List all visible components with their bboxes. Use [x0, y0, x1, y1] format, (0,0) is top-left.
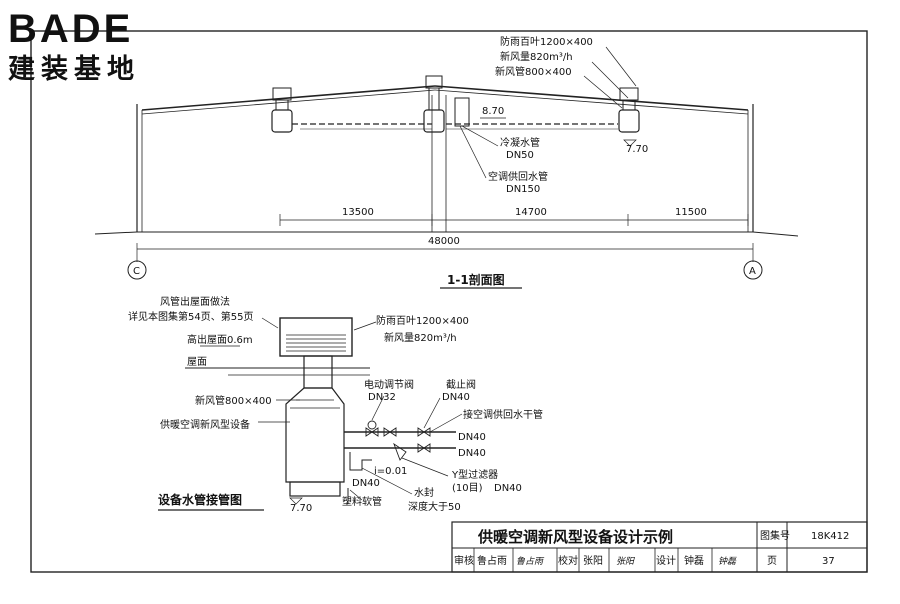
- atlas-number: 18K412: [811, 531, 849, 542]
- y-filter-icon: [393, 442, 407, 461]
- label-supply-return: 空调供回水管: [488, 170, 548, 183]
- gate-valve-icon: [383, 427, 397, 437]
- label-seal-depth: 深度大于50: [408, 500, 461, 513]
- label-dn40-b: DN40: [458, 448, 486, 459]
- label-mesh: (10目): [452, 483, 483, 494]
- dim-span-2: 14700: [515, 207, 547, 218]
- label-detail-airflow: 新风量820m³/h: [384, 331, 457, 344]
- review-signature: 鲁占雨: [516, 556, 545, 567]
- louver-slats: [286, 334, 346, 352]
- page-number: 37: [822, 556, 835, 567]
- label-hose: 塑料软管: [342, 495, 382, 508]
- dim-span-3: 11500: [675, 207, 707, 218]
- label-roof: 屋面: [187, 356, 207, 368]
- section-title: 1-1剖面图: [447, 272, 505, 287]
- drain-trap: [349, 452, 372, 471]
- leader-louver: [605, 46, 637, 87]
- label-above-roof: 高出屋面0.6m: [187, 333, 253, 346]
- leader-supply: [459, 125, 487, 179]
- label-louver: 防雨百叶1200×400: [500, 35, 593, 48]
- stop-valve-supply-icon: [417, 427, 431, 437]
- logo-subtitle: 建装基地: [8, 54, 140, 85]
- check-label: 校对: [558, 554, 578, 567]
- design-name: 钟磊: [684, 554, 704, 567]
- label-motor-valve-dn: DN32: [368, 392, 396, 403]
- label-dn40-a: DN40: [458, 432, 486, 443]
- sheet-title: 供暖空调新风型设备设计示例: [477, 528, 673, 546]
- motor-valve-icon: [367, 420, 377, 430]
- equipment-body: [285, 387, 345, 483]
- label-motor-valve: 电动调节阀: [364, 378, 414, 391]
- dim-span-1: 13500: [342, 207, 374, 218]
- roof-right: [434, 85, 749, 111]
- title-block: [451, 521, 868, 573]
- axis-label-a: A: [749, 266, 756, 277]
- label-roof-outlet: 风管出屋面做法: [160, 295, 230, 308]
- equipment-base: [289, 481, 341, 497]
- label-duct: 新风管800×400: [495, 65, 572, 78]
- label-drain-dn: DN40: [352, 478, 380, 489]
- label-stop-valve: 截止阀: [446, 378, 476, 391]
- label-condensate-dn: DN50: [506, 150, 534, 161]
- ground-line: [94, 231, 799, 237]
- label-detail-elev: 7.70: [290, 503, 312, 514]
- review-name: 鲁占雨: [477, 554, 507, 567]
- elev-triangle: [623, 139, 637, 147]
- label-slope: i=0.01: [374, 466, 407, 477]
- check-name: 张阳: [583, 555, 603, 567]
- review-label: 审核: [454, 554, 474, 567]
- design-label: 设计: [656, 554, 676, 567]
- section-1-1: [94, 46, 799, 289]
- label-supply-return-dn: DN150: [506, 184, 540, 195]
- title-block-text: 供暖空调新风型设备设计示例 图集号 18K412 页 37 审核 鲁占雨 鲁占雨…: [454, 528, 849, 567]
- label-elev-eave: 7.70: [626, 144, 648, 155]
- dim-total: 48000: [428, 236, 460, 247]
- label-condensate: 冷凝水管: [500, 136, 540, 149]
- detail-title: 设备水管接管图: [158, 492, 242, 507]
- label-water-seal: 水封: [414, 486, 434, 499]
- detail-labels: 风管出屋面做法 详见本图集第54页、第55页 高出屋面0.6m 屋面 新风管80…: [128, 295, 543, 514]
- axis-bubble-a: [743, 260, 763, 280]
- leader-duct: [583, 75, 623, 109]
- louver-box: [279, 317, 353, 357]
- axis-bubble-c: [127, 260, 147, 280]
- bade-logo: BADE 建装基地: [8, 7, 140, 85]
- label-elev-top: 8.70: [482, 106, 504, 117]
- section-labels: 防雨百叶1200×400 新风量820m³/h 新风管800×400 8.70 …: [133, 35, 756, 287]
- roof-left: [141, 85, 436, 111]
- label-main-pipe: 接空调供回水干管: [463, 408, 543, 421]
- roof-unit-left: [271, 87, 293, 133]
- leader-condensate: [461, 125, 499, 147]
- sheet-border: [30, 30, 868, 573]
- check-signature: 张阳: [616, 556, 635, 567]
- roof-unit-right: [618, 87, 640, 133]
- motor-valve-body-icon: [365, 427, 379, 437]
- detail-elev-triangle: [289, 497, 303, 505]
- detail-duct: [303, 355, 333, 389]
- label-detail-louver: 防雨百叶1200×400: [376, 314, 469, 327]
- logo-brand: BADE: [8, 7, 133, 51]
- label-detail-duct: 新风管800×400: [195, 394, 272, 407]
- pipe-riser: [454, 97, 470, 127]
- label-mesh-dn: DN40: [494, 483, 522, 494]
- page-label: 页: [767, 555, 777, 567]
- atlas-label: 图集号: [760, 529, 790, 542]
- roof-unit-mid: [423, 75, 445, 133]
- design-signature: 钟磊: [718, 556, 737, 567]
- detail-piping: [158, 317, 463, 511]
- leader-airflow: [591, 61, 629, 99]
- label-roof-ref: 详见本图集第54页、第55页: [128, 310, 253, 323]
- stop-valve-return-icon: [417, 443, 431, 453]
- roof-right-inner: [434, 89, 749, 115]
- axis-label-c: C: [133, 266, 140, 277]
- label-y-filter: Y型过滤器: [451, 468, 498, 481]
- label-stop-valve-dn: DN40: [442, 392, 470, 403]
- label-airflow: 新风量820m³/h: [500, 50, 573, 63]
- label-unit: 供暖空调新风型设备: [160, 418, 250, 431]
